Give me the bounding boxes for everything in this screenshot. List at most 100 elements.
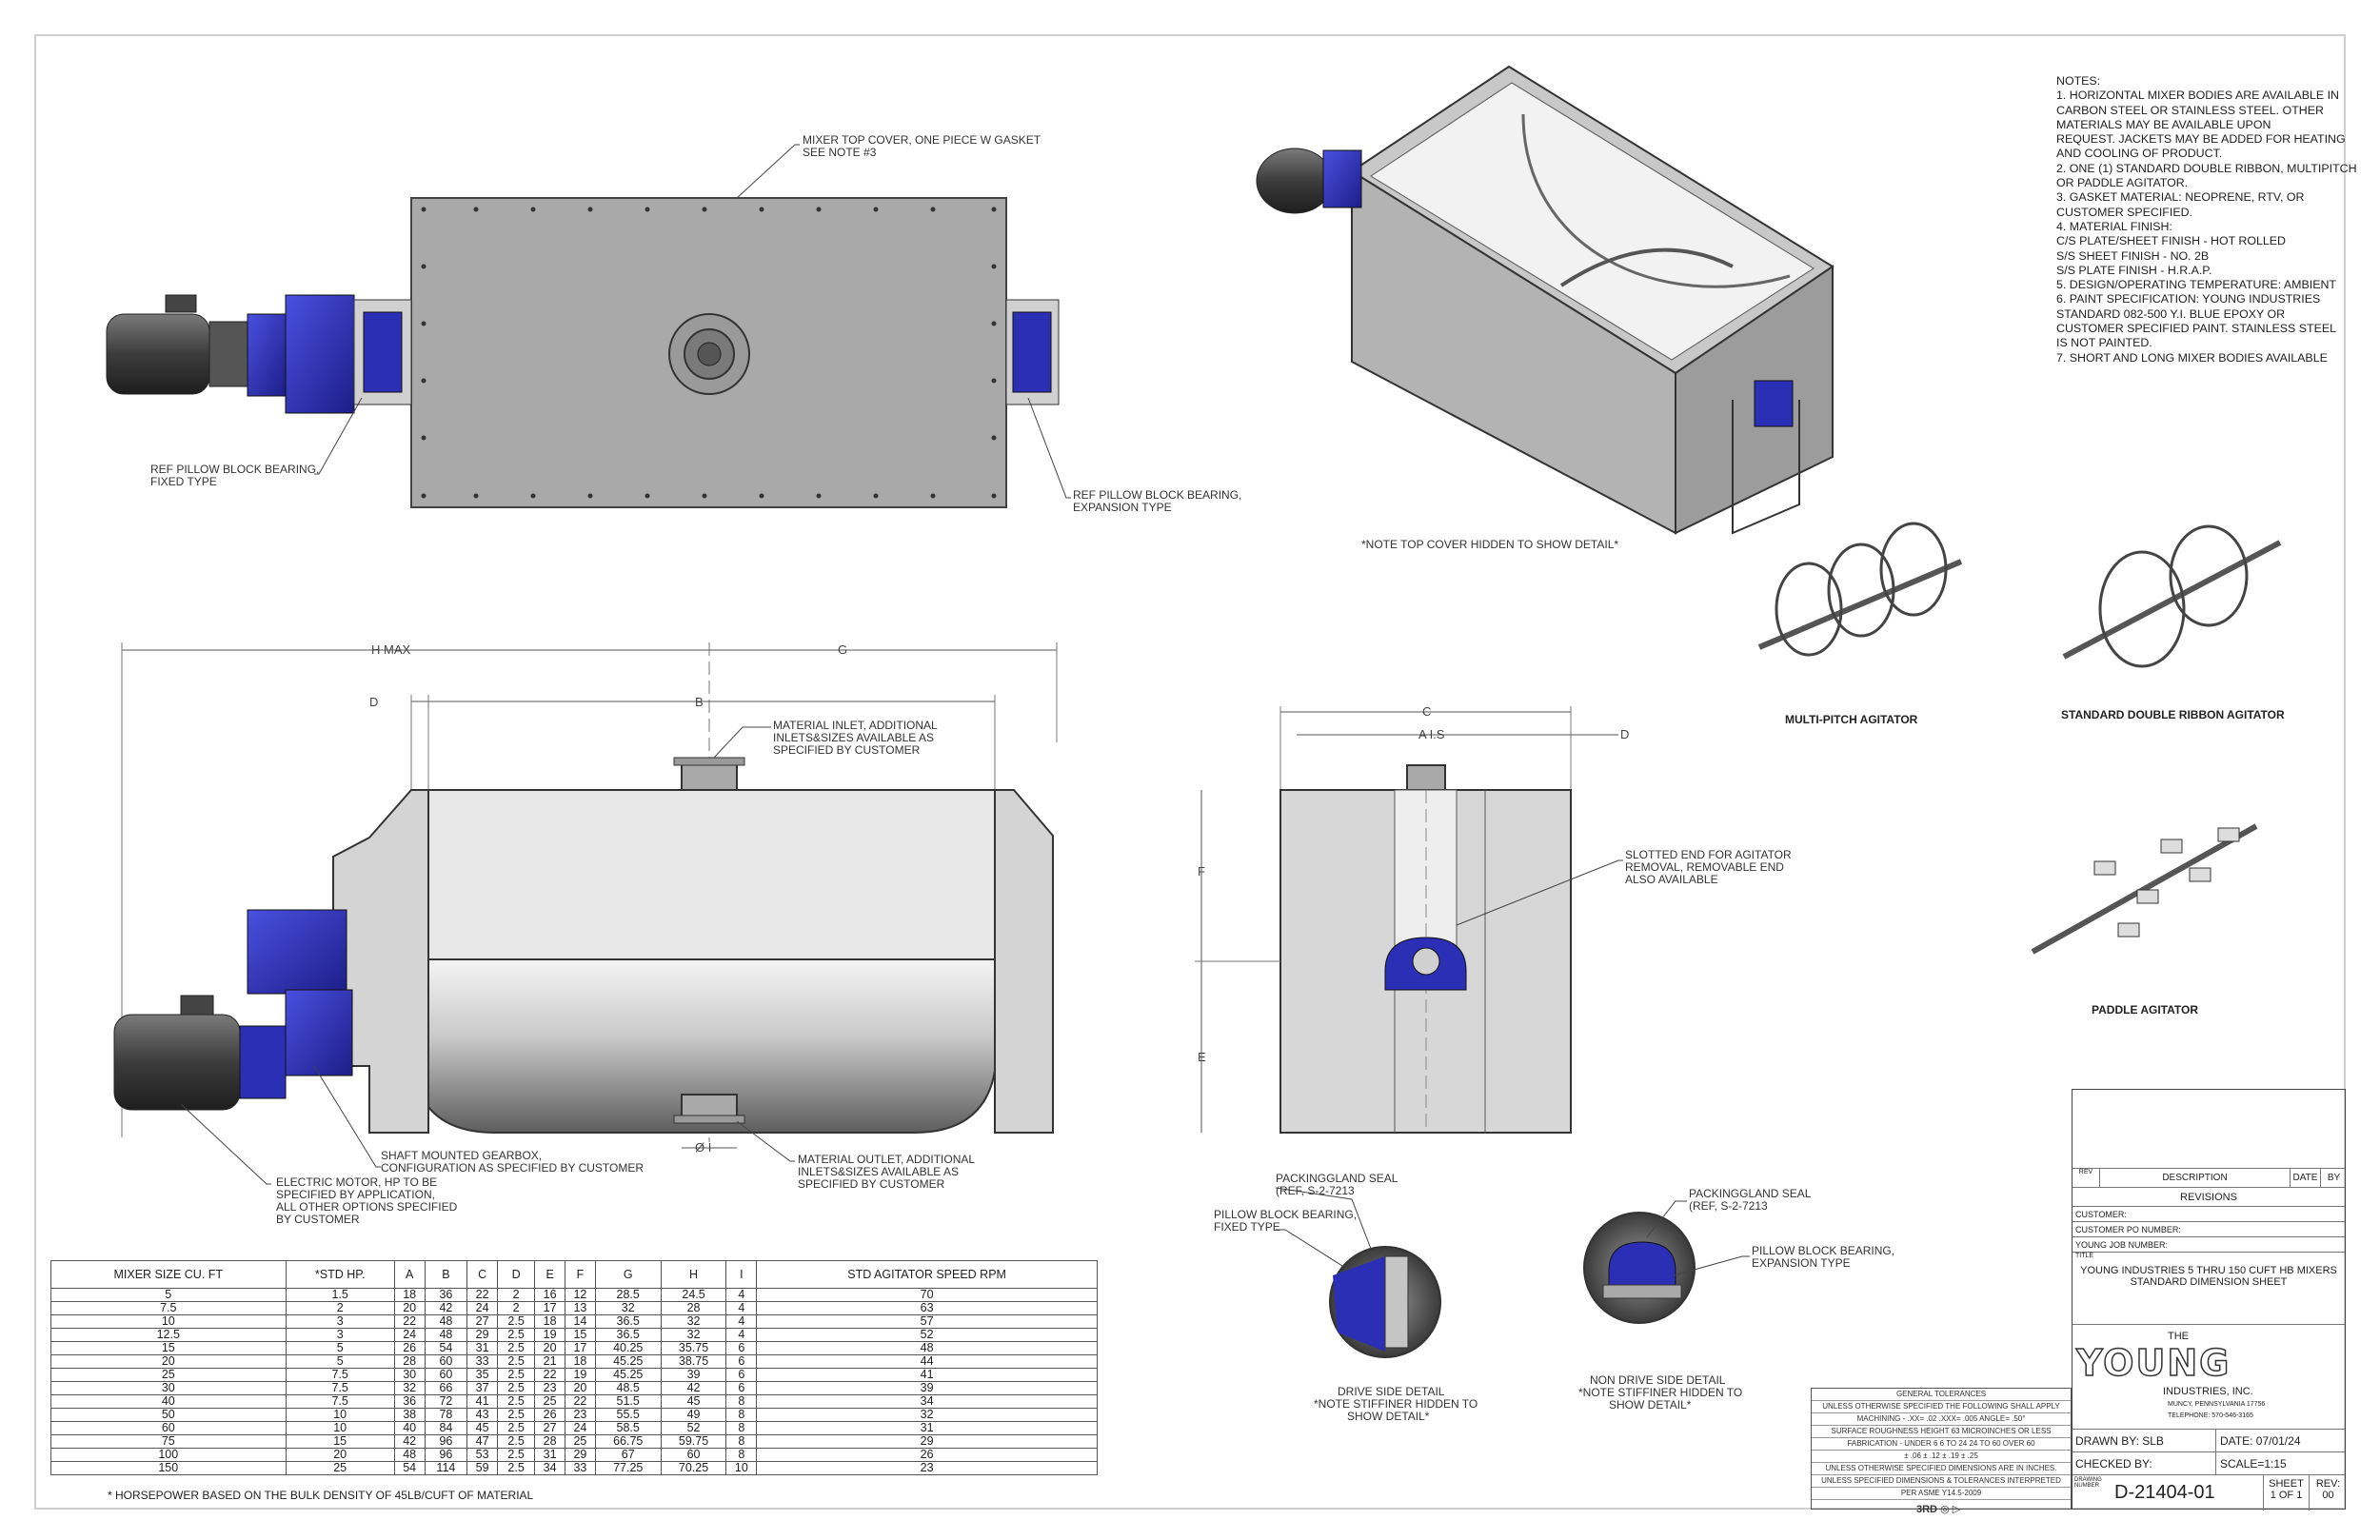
table-header-cell: D <box>496 1260 536 1289</box>
table-cell: 25 <box>565 1434 596 1449</box>
note-line: CARBON STEEL OR STAINLESS STEEL. OTHER <box>2056 103 2324 117</box>
table-cell: 57 <box>756 1314 1098 1329</box>
table-cell: 52 <box>756 1328 1098 1342</box>
table-cell: 96 <box>424 1448 468 1462</box>
table-cell: 63 <box>756 1301 1098 1315</box>
table-cell: 70.25 <box>660 1461 727 1475</box>
table-cell: 21 <box>534 1354 565 1369</box>
tolerance-line-4: FABRICATION - UNDER 6 6 TO 24 24 TO 60 O… <box>1812 1438 2071 1451</box>
table-cell: 3 <box>285 1314 395 1329</box>
iso-ribbon <box>1521 113 1791 288</box>
table-cell: 14 <box>565 1314 596 1329</box>
table-cell: 72 <box>424 1394 468 1409</box>
table-cell: 6 <box>725 1368 758 1382</box>
table-cell: 19 <box>565 1368 596 1382</box>
non-drive-side-detail: PACKINGGLAND SEAL (REF, S-2-7213 PILLOW … <box>1578 1187 1894 1412</box>
table-cell: 77.25 <box>594 1461 662 1475</box>
table-cell: 37 <box>466 1381 498 1395</box>
table-cell: 22 <box>466 1288 498 1302</box>
table-cell: 24 <box>466 1301 498 1315</box>
title-block: REV DESCRIPTION DATE BY REVISIONS CUSTOM… <box>2072 1089 2346 1510</box>
callout-motor-4: BY CUSTOMER <box>276 1213 360 1226</box>
table-cell: 20 <box>565 1381 596 1395</box>
table-cell: 15 <box>565 1328 596 1342</box>
table-cell: 4 <box>725 1328 758 1342</box>
caption-non-drive-3: SHOW DETAIL* <box>1609 1398 1692 1412</box>
note-line: CUSTOMER SPECIFIED PAINT. STAINLESS STEE… <box>2056 322 2336 336</box>
callout-slotted-3: ALSO AVAILABLE <box>1625 873 1718 886</box>
leader-gearbox <box>313 1065 381 1168</box>
by-header: BY <box>2320 1169 2347 1187</box>
table-cell: 29 <box>565 1448 596 1462</box>
note-line: STANDARD 082-500 Y.I. BLUE EPOXY OR <box>2056 306 2286 321</box>
table-cell: 8 <box>725 1408 758 1422</box>
caption-drive-side-2: *NOTE STIFFINER HIDDEN TO <box>1314 1397 1478 1411</box>
table-cell: 31 <box>534 1448 565 1462</box>
table-cell: 2.5 <box>496 1341 536 1355</box>
note-line: C/S PLATE/SHEET FINISH - HOT ROLLED <box>2056 234 2286 248</box>
note-line: REQUEST. JACKETS MAY BE ADDED FOR HEATIN… <box>2056 132 2346 147</box>
table-header-cell: *STD HP. <box>285 1260 395 1289</box>
table-cell: 23 <box>534 1381 565 1395</box>
table-header-cell: B <box>424 1260 468 1289</box>
bearing-fixed-top <box>353 299 412 405</box>
table-cell: 36 <box>424 1288 468 1302</box>
caption-drive-side-1: DRIVE SIDE DETAIL <box>1338 1385 1445 1398</box>
drive-side-detail: PACKINGGLAND SEAL (REF, S-2-7213 PILLOW … <box>1214 1172 1478 1423</box>
table-cell: 12 <box>565 1288 596 1302</box>
table-cell: 1.5 <box>285 1288 395 1302</box>
callout-motor-2: SPECIFIED BY APPLICATION, <box>276 1188 435 1201</box>
callout-packing-right-2: (REF, S-2-7213 <box>1689 1199 1768 1213</box>
leader-motor <box>180 1103 271 1185</box>
table-cell: 41 <box>756 1368 1098 1382</box>
table-cell: 10 <box>285 1408 395 1422</box>
note-line: 5. DESIGN/OPERATING TEMPERATURE: AMBIENT <box>2056 278 2336 292</box>
caption-non-drive-2: *NOTE STIFFINER HIDDEN TO <box>1578 1386 1742 1399</box>
end-view: C A I.S D F E SLOTTED END FOR AGITATOR R… <box>1195 704 1792 1134</box>
trough-upper-body <box>410 789 998 968</box>
table-cell: 48 <box>393 1448 426 1462</box>
callout-ref-fixed-2: FIXED TYPE <box>150 475 217 488</box>
table-cell: 49 <box>660 1408 727 1422</box>
table-header-cell: I <box>725 1260 758 1289</box>
callout-top-cover-2: SEE NOTE #3 <box>803 146 877 159</box>
table-cell: 31 <box>756 1421 1098 1435</box>
dim-h-max: H MAX <box>371 642 411 657</box>
table-header-cell: G <box>594 1260 662 1289</box>
table-cell: 2.5 <box>496 1354 536 1369</box>
callout-packing-right-1: PACKINGGLAND SEAL <box>1689 1187 1812 1200</box>
multi-pitch-agitator: MULTI-PITCH AGITATOR <box>1757 522 1963 726</box>
table-cell: 48.5 <box>594 1381 662 1395</box>
table-cell: 8 <box>725 1394 758 1409</box>
dim-d-side: D <box>369 695 378 709</box>
table-header-cell: C <box>466 1260 498 1289</box>
table-cell: 27 <box>534 1421 565 1435</box>
callout-pillow-expansion-1: PILLOW BLOCK BEARING, <box>1752 1244 1894 1257</box>
checked-by: CHECKED BY: <box>2075 1457 2152 1471</box>
table-cell: 7.5 <box>285 1381 395 1395</box>
table-cell: 2.5 <box>496 1394 536 1409</box>
table-cell: 32 <box>594 1301 662 1315</box>
table-cell: 6 <box>725 1354 758 1369</box>
table-cell: 15 <box>285 1434 395 1449</box>
table-cell: 33 <box>466 1354 498 1369</box>
company-industries: INDUSTRIES, INC. <box>2163 1386 2253 1397</box>
leader-slotted <box>1456 859 1623 926</box>
callout-outlet-3: SPECIFIED BY CUSTOMER <box>798 1177 945 1191</box>
caption-non-drive-1: NON DRIVE SIDE DETAIL <box>1590 1373 1726 1387</box>
table-cell: 2.5 <box>496 1448 536 1462</box>
drawing-number: D-21404-01 <box>2114 1482 2215 1503</box>
callout-top-cover-1: MIXER TOP COVER, ONE PIECE W GASKET <box>803 133 1041 147</box>
note-line: CUSTOMER SPECIFIED. <box>2056 205 2192 219</box>
table-header-cell: A <box>393 1260 426 1289</box>
callout-pillow-expansion-2: EXPANSION TYPE <box>1752 1256 1851 1270</box>
table-cell: 20 <box>285 1448 395 1462</box>
table-cell: 6 <box>725 1381 758 1395</box>
table-cell: 19 <box>534 1328 565 1342</box>
table-cell: 41 <box>466 1394 498 1409</box>
table-cell: 66.75 <box>594 1434 662 1449</box>
callout-motor-1: ELECTRIC MOTOR, HP TO BE <box>276 1175 437 1189</box>
